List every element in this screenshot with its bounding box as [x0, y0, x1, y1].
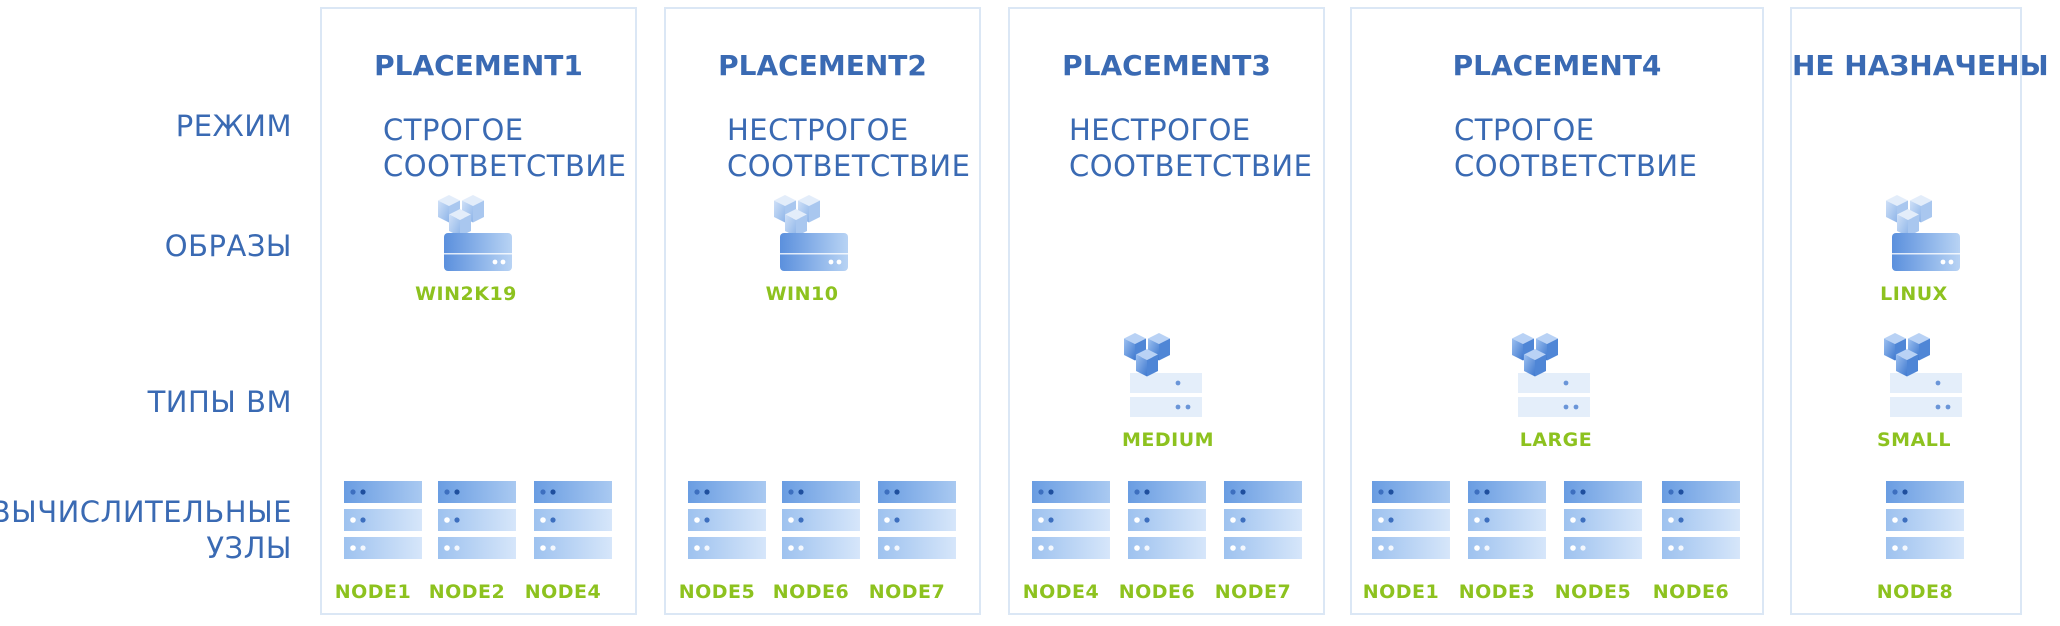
node-label: NODE1 — [1362, 581, 1440, 603]
server-node-icon — [782, 481, 862, 561]
server-node-icon — [1128, 481, 1208, 561]
server-node-icon — [688, 481, 768, 561]
image-label: WIN2K19 — [415, 283, 517, 305]
node-label: NODE1 — [334, 581, 412, 603]
server-node-icon — [1468, 481, 1548, 561]
mode-line2: СООТВЕТСТВИЕ — [1454, 149, 1698, 183]
server-node-icon — [1032, 481, 1112, 561]
vm-flavor-icon — [1512, 333, 1592, 417]
placement-column-4: PLACEMENT4 СТРОГОЕ СООТВЕТСТВИЕ LARGE — [1350, 7, 1764, 615]
node-label: NODE7 — [1214, 581, 1292, 603]
image-label: WIN10 — [765, 283, 839, 305]
placement-column-3: PLACEMENT3 НЕСТРОГОЕ СООТВЕТСТВИЕ MEDIUM — [1008, 7, 1325, 615]
mode-line1: НЕСТРОГОЕ — [727, 113, 909, 147]
column-mode: СТРОГОЕ СООТВЕТСТВИЕ — [383, 112, 626, 184]
unassigned-column: НЕ НАЗНАЧЕНЫ LINUX SMALL — [1790, 7, 2049, 615]
node-label: NODE6 — [772, 581, 850, 603]
vm-flavor-icon — [1124, 333, 1204, 417]
node-label: NODE8 — [1876, 581, 1954, 603]
row-label-images: ОБРАЗЫ — [164, 229, 292, 263]
node-label: NODE3 — [1458, 581, 1536, 603]
column-mode: НЕСТРОГОЕ СООТВЕТСТВИЕ — [727, 112, 970, 184]
server-node-icon — [1224, 481, 1304, 561]
node-label: NODE5 — [678, 581, 756, 603]
node-label: NODE5 — [1554, 581, 1632, 603]
row-label-vm-types: ТИПЫ ВМ — [147, 385, 292, 419]
vm-type-label: MEDIUM — [1121, 429, 1215, 451]
server-node-icon — [344, 481, 424, 561]
server-node-icon — [1662, 481, 1742, 561]
server-node-icon — [878, 481, 958, 561]
row-label-nodes-line1: ВЫЧИСЛИТЕЛЬНЫЕ — [0, 495, 292, 529]
server-node-icon — [1564, 481, 1644, 561]
row-label-mode: РЕЖИМ — [175, 109, 292, 143]
vm-type-label: SMALL — [1876, 429, 1951, 451]
node-label: NODE6 — [1118, 581, 1196, 603]
node-label: NODE6 — [1652, 581, 1730, 603]
placement-column-1: PLACEMENT1 СТРОГОЕ СООТВЕТСТВИЕ WIN2K19 — [320, 7, 637, 615]
mode-line1: СТРОГОЕ — [383, 113, 524, 147]
column-title: НЕ НАЗНАЧЕНЫ — [1792, 49, 2049, 82]
mode-line2: СООТВЕТСТВИЕ — [727, 149, 971, 183]
mode-line2: СООТВЕТСТВИЕ — [383, 149, 627, 183]
vm-flavor-icon — [1884, 333, 1964, 417]
mode-line1: НЕСТРОГОЕ — [1069, 113, 1251, 147]
disk-image-icon — [774, 195, 848, 275]
server-node-icon — [534, 481, 614, 561]
column-mode: НЕСТРОГОЕ СООТВЕТСТВИЕ — [1069, 112, 1312, 184]
placement-column-2: PLACEMENT2 НЕСТРОГОЕ СООТВЕТСТВИЕ WIN10 — [664, 7, 981, 615]
node-label: NODE4 — [1022, 581, 1100, 603]
mode-line1: СТРОГОЕ — [1454, 113, 1595, 147]
row-label-nodes-line2: УЗЛЫ — [206, 531, 292, 565]
node-label: NODE4 — [524, 581, 602, 603]
vm-type-label: LARGE — [1519, 429, 1593, 451]
server-node-icon — [1886, 481, 1966, 561]
column-title: PLACEMENT4 — [1452, 49, 1662, 82]
disk-image-icon — [1886, 195, 1960, 275]
column-mode: СТРОГОЕ СООТВЕТСТВИЕ — [1454, 112, 1697, 184]
column-title: PLACEMENT2 — [718, 49, 927, 82]
disk-image-icon — [438, 195, 512, 275]
mode-line2: СООТВЕТСТВИЕ — [1069, 149, 1313, 183]
image-label: LINUX — [1880, 283, 1948, 305]
node-label: NODE2 — [428, 581, 506, 603]
column-title: PLACEMENT1 — [374, 49, 583, 82]
server-node-icon — [438, 481, 518, 561]
node-label: NODE7 — [868, 581, 946, 603]
server-node-icon — [1372, 481, 1452, 561]
column-title: PLACEMENT3 — [1062, 49, 1271, 82]
